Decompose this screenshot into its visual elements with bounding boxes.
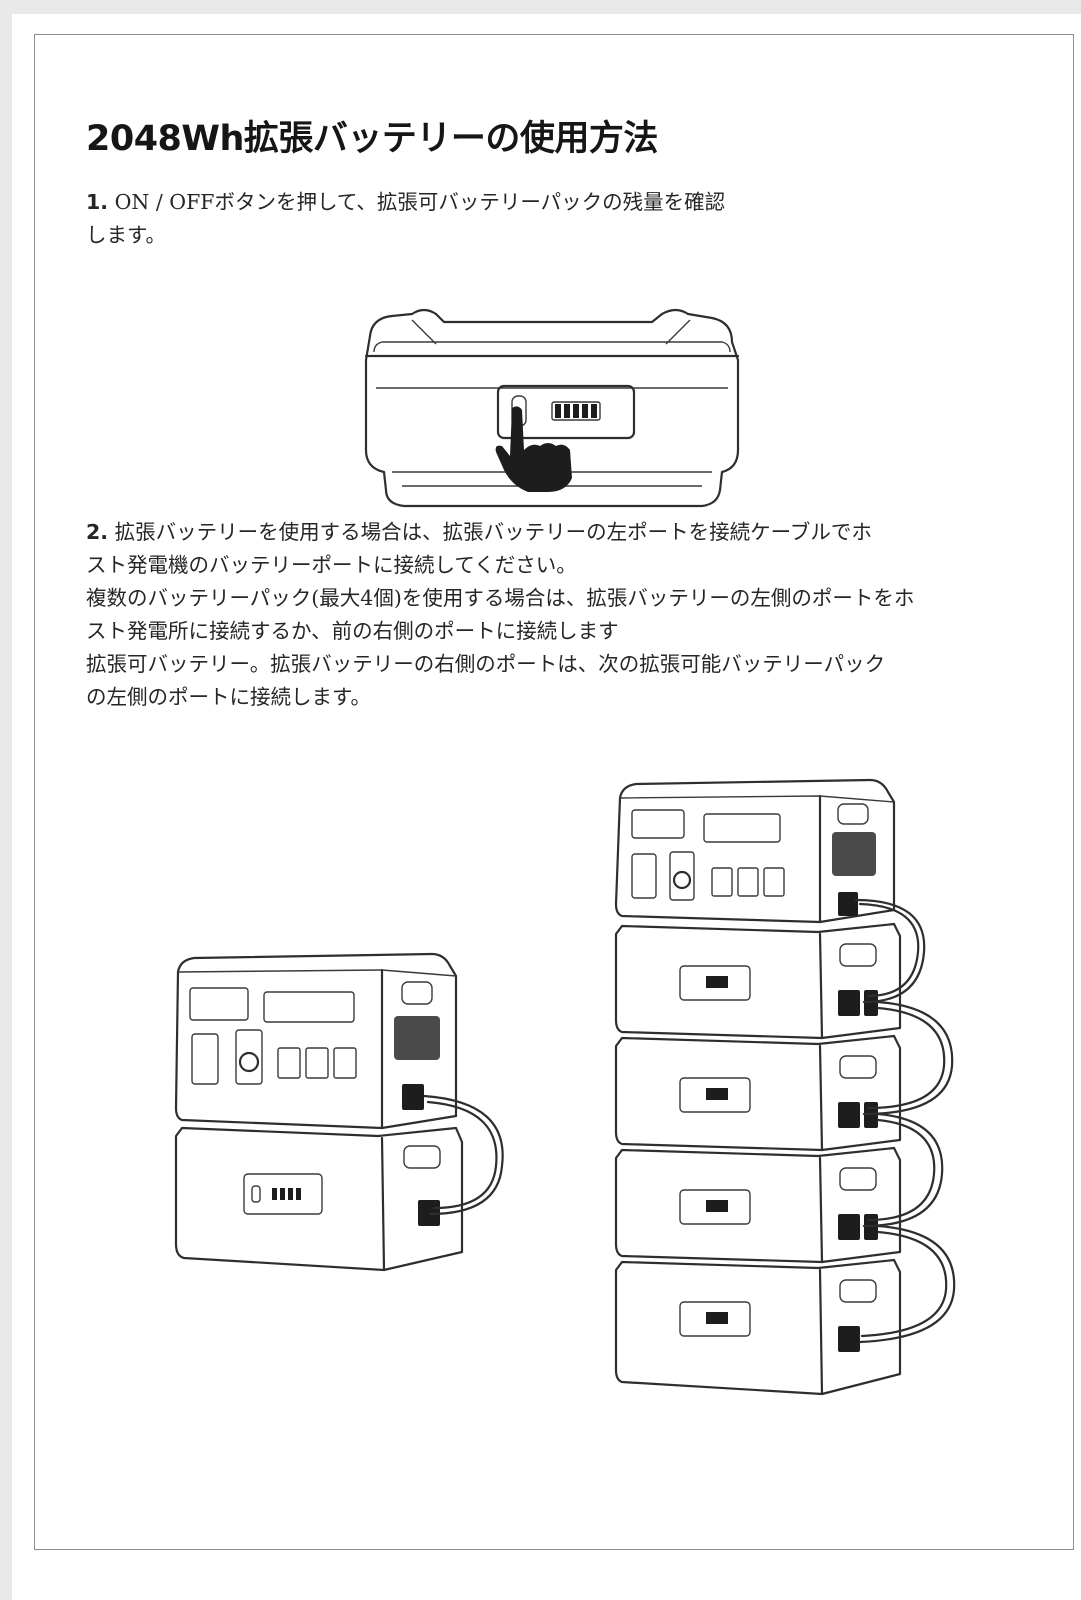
expansion-battery-3 (614, 1146, 902, 1264)
expansion-battery-1 (614, 922, 902, 1040)
step-1-line-2: します。 (86, 223, 166, 247)
page-border (34, 34, 1074, 1550)
page-title: 2048Wh拡張バッテリーの使用方法 (86, 119, 658, 159)
step-1-text: 1. ON / OFFボタンを押して、拡張可バッテリーパックの残量を確認 します… (86, 186, 725, 252)
step-2-text: 2. 拡張バッテリーを使用する場合は、拡張バッテリーの左ポートを接続ケーブルでホ… (86, 516, 914, 714)
step-2-line-2: スト発電機のバッテリーポートに接続してください。 (86, 553, 577, 577)
expansion-battery-2 (614, 1034, 902, 1152)
battery-button-illustration (364, 308, 740, 508)
step-2-number: 2. (86, 520, 109, 544)
step-2-line-6: の左側のポートに接続します。 (86, 685, 371, 709)
expansion-battery-4 (614, 1258, 902, 1396)
step-2-line-3: 複数のバッテリーパック(最大4個)を使用する場合は、拡張バッテリーの左側のポート… (86, 586, 915, 610)
step-1-line-1: ON / OFFボタンを押して、拡張可バッテリーパックの残量を確認 (108, 190, 726, 214)
step-2-line-5: 拡張可バッテリー。拡張バッテリーの右側のポートは、次の拡張可能バッテリーパック (86, 652, 886, 676)
document-page: 2048Wh拡張バッテリーの使用方法 1. ON / OFFボタンを押して、拡張… (12, 14, 1081, 1600)
step-2-line-1: 拡張バッテリーを使用する場合は、拡張バッテリーの左ポートを接続ケーブルでホ (108, 520, 872, 544)
four-battery-stack-illustration (614, 778, 956, 1396)
single-battery-connection-illustration (174, 952, 504, 1272)
step-2-line-4: スト発電所に接続するか、前の右側のポートに接続します (86, 619, 619, 643)
step-1-number: 1. (86, 190, 109, 214)
